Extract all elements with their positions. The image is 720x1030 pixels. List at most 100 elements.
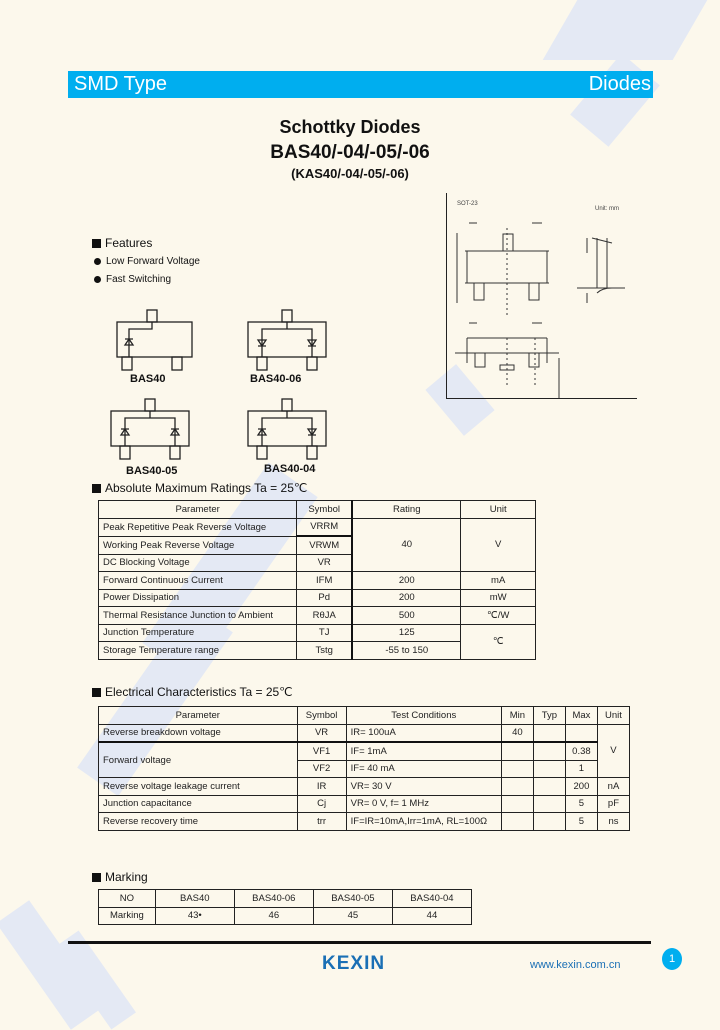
marking-value-cell: 44 (391, 906, 473, 925)
marking-heading-text: Marking (105, 870, 148, 884)
typ-cell (532, 723, 566, 743)
parameter-cell: Reverse voltage leakage current (98, 777, 298, 796)
symbol-cell: VR (296, 553, 354, 572)
parameter-cell: Peak Repetitive Peak Reverse Voltage (97, 517, 298, 537)
max-cell: 5 (564, 794, 598, 813)
marking-table: NO BAS40 BAS40-06 BAS40-05 BAS40-04 Mark… (98, 889, 473, 925)
bas40-05-schematic (110, 398, 190, 460)
feature-item: Low Forward Voltage (94, 256, 200, 267)
electrical-heading-text: Electrical Characteristics Ta = 25℃ (105, 685, 293, 699)
marking-header-cell: BAS40-04 (391, 889, 473, 908)
col-header: Symbol (296, 706, 347, 725)
config-label: BAS40-04 (264, 463, 316, 475)
table-header-row: Parameter Symbol Rating Unit (97, 500, 536, 519)
parameter-cell: Reverse recovery time (98, 812, 298, 831)
table-row: Marking 43• 46 45 44 (98, 906, 473, 925)
alt-part-numbers: (KAS40/-04/-05/-06) (291, 166, 409, 181)
min-cell: 40 (500, 723, 534, 743)
abs-max-heading: Absolute Maximum Ratings Ta = 25℃ (92, 481, 307, 495)
col-header: Unit (596, 706, 631, 725)
parameter-cell: Storage Temperature range (97, 641, 298, 660)
table-row: Reverse breakdown voltage VR IR= 100uA 4… (98, 723, 631, 778)
conditions-cell: IF=IR=10mA,Irr=1mA, RL=100Ω (345, 812, 502, 831)
square-bullet-icon (92, 483, 101, 493)
symbol-cell: VF1 (296, 741, 347, 761)
rating-cell: 40 (351, 517, 462, 572)
table-row: Reverse voltage leakage current IR VR= 3… (98, 777, 631, 796)
parameter-cell: Forward voltage (98, 741, 298, 778)
max-cell: 200 (564, 777, 598, 796)
conditions-cell: IF= 1mA (345, 741, 502, 761)
abs-max-heading-text: Absolute Maximum Ratings Ta = 25℃ (105, 481, 308, 495)
unit-cell: ns (596, 812, 631, 831)
watermark-stroke (542, 0, 708, 60)
marking-heading: Marking (92, 870, 148, 884)
features-heading: Features (92, 236, 152, 250)
table-row: Thermal Resistance Junction to Ambient R… (97, 606, 536, 625)
min-cell (500, 812, 534, 831)
col-header: Parameter (98, 706, 298, 725)
round-bullet-icon (94, 258, 101, 265)
parameter-cell: Reverse breakdown voltage (98, 723, 298, 743)
page-number-badge: 1 (662, 948, 682, 970)
header-product-type: Diodes (588, 73, 651, 95)
marking-header-cell: BAS40 (154, 889, 235, 908)
marking-header-cell: NO (98, 889, 156, 908)
features-heading-text: Features (105, 236, 153, 250)
table-row: Forward Continuous Current IFM 200 mA (97, 571, 536, 590)
part-numbers: BAS40/-04/-05/-06 (270, 142, 430, 163)
table-row: Power Dissipation Pd 200 mW (97, 588, 536, 607)
conditions-cell: VR= 30 V (345, 777, 502, 796)
electrical-heading: Electrical Characteristics Ta = 25℃ (92, 685, 293, 699)
max-cell (564, 723, 598, 743)
marking-value-cell: 43• (154, 906, 235, 925)
symbol-cell: IFM (296, 571, 354, 590)
rating-cell: 200 (351, 588, 462, 607)
unit-cell: nA (596, 777, 631, 796)
symbol-cell: TJ (296, 623, 354, 642)
col-header: Typ (532, 706, 566, 725)
website-link[interactable]: www.kexin.com.cn (530, 959, 621, 971)
parameter-cell: Junction capacitance (98, 794, 298, 813)
symbol-cell: RθJA (296, 606, 354, 625)
symbol-cell: VF2 (296, 759, 347, 778)
col-header: Rating (351, 500, 462, 519)
typ-cell (532, 741, 566, 761)
marking-header-cell: BAS40-05 (312, 889, 393, 908)
min-cell (500, 759, 534, 778)
min-cell (500, 741, 534, 761)
sot23-dimension-diagram: SOT-23 Unit: mm (455, 201, 625, 398)
marking-value-cell: Marking (98, 906, 156, 925)
unit-cell: V (460, 517, 536, 572)
typ-cell (532, 759, 566, 778)
rating-cell: 200 (351, 571, 462, 590)
kexin-logo: KEXIN (322, 953, 386, 974)
conditions-cell: VR= 0 V, f= 1 MHz (345, 794, 502, 813)
table-row: Junction capacitance Cj VR= 0 V, f= 1 MH… (98, 794, 631, 813)
abs-max-table: Parameter Symbol Rating Unit Peak Repeti… (97, 500, 536, 660)
symbol-cell: VRRM (296, 517, 354, 537)
footer-divider (68, 941, 651, 944)
conditions-cell: IR= 100uA (345, 723, 502, 743)
table-header-row: NO BAS40 BAS40-06 BAS40-05 BAS40-04 (98, 889, 473, 908)
min-cell (500, 794, 534, 813)
max-cell: 1 (564, 759, 598, 778)
table-row: Reverse recovery time trr IF=IR=10mA,Irr… (98, 812, 631, 831)
round-bullet-icon (94, 276, 101, 283)
unit-cell: mW (460, 588, 536, 607)
table-row: Storage Temperature range Tstg -55 to 15… (97, 641, 536, 660)
config-label: BAS40-06 (250, 373, 302, 385)
unit-cell: pF (596, 794, 631, 813)
config-label: BAS40 (130, 373, 166, 385)
parameter-cell: Junction Temperature (97, 623, 298, 642)
table-row: DC Blocking Voltage VR (97, 553, 536, 572)
col-header: Test Conditions (345, 706, 502, 725)
symbol-cell: VRWM (296, 535, 354, 555)
table-row: Peak Repetitive Peak Reverse Voltage VRR… (97, 517, 536, 572)
conditions-cell: IF= 40 mA (345, 759, 502, 778)
unit-label: Unit: mm (595, 206, 619, 212)
symbol-cell: trr (296, 812, 347, 831)
header-bar: SMD Type Diodes (68, 71, 653, 98)
config-label: BAS40-05 (126, 465, 178, 477)
table-header-row: Parameter Symbol Test Conditions Min Typ… (98, 706, 631, 725)
